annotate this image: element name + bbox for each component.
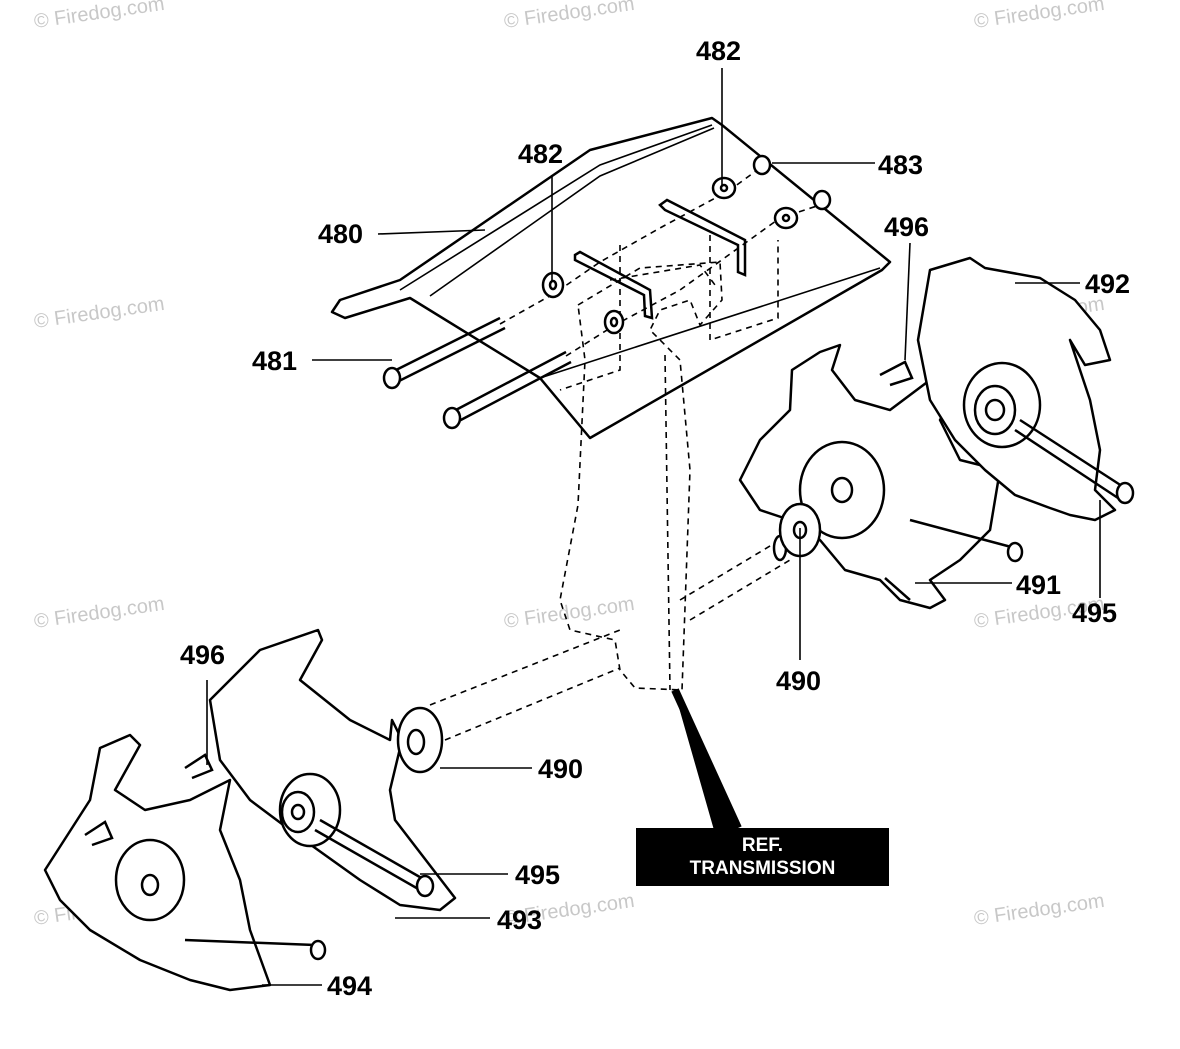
callout-496: 496 — [180, 640, 225, 670]
tine-assembly-left-outer — [43, 733, 327, 992]
reference-line-2: TRANSMISSION — [689, 858, 836, 879]
callout-492: 492 — [1085, 269, 1130, 299]
callout-482: 482 — [696, 36, 741, 66]
watermark: © Firedog.com — [33, 593, 166, 633]
watermark: © Firedog.com — [973, 0, 1106, 33]
callout-482: 482 — [518, 139, 563, 169]
callout-480: 480 — [318, 219, 363, 249]
callout-483: 483 — [878, 150, 923, 180]
callout-490: 490 — [776, 666, 821, 696]
callout-493: 493 — [497, 905, 542, 935]
callout-labels: 480 481 482 482 483 496 492 491 495 490 … — [180, 36, 1130, 1001]
center-shaft — [429, 534, 791, 741]
tine-assembly-left-inner — [184, 628, 457, 912]
tine-assembly-right-inner — [738, 343, 1024, 610]
callout-490: 490 — [538, 754, 583, 784]
callout-491: 491 — [1016, 570, 1061, 600]
reference-transmission-label: REF. TRANSMISSION — [636, 828, 889, 886]
shield-bracket — [559, 198, 779, 391]
watermark: © Firedog.com — [973, 890, 1106, 930]
callout-496: 496 — [884, 212, 929, 242]
washers-and-nuts — [541, 154, 832, 335]
leader-lines — [206, 68, 1101, 986]
watermark: © Firedog.com — [33, 293, 166, 333]
tine-assembly-right-outer — [879, 256, 1135, 522]
left-washer — [396, 706, 444, 774]
callout-495: 495 — [1072, 598, 1117, 628]
watermark: © Firedog.com — [33, 0, 166, 33]
reference-line-1: REF. — [741, 835, 784, 856]
callout-481: 481 — [252, 346, 297, 376]
callout-494: 494 — [327, 971, 372, 1001]
transmission-outline — [559, 261, 723, 691]
watermark: © Firedog.com — [503, 0, 636, 33]
reference-pointer — [671, 688, 742, 831]
callout-495: 495 — [515, 860, 560, 890]
